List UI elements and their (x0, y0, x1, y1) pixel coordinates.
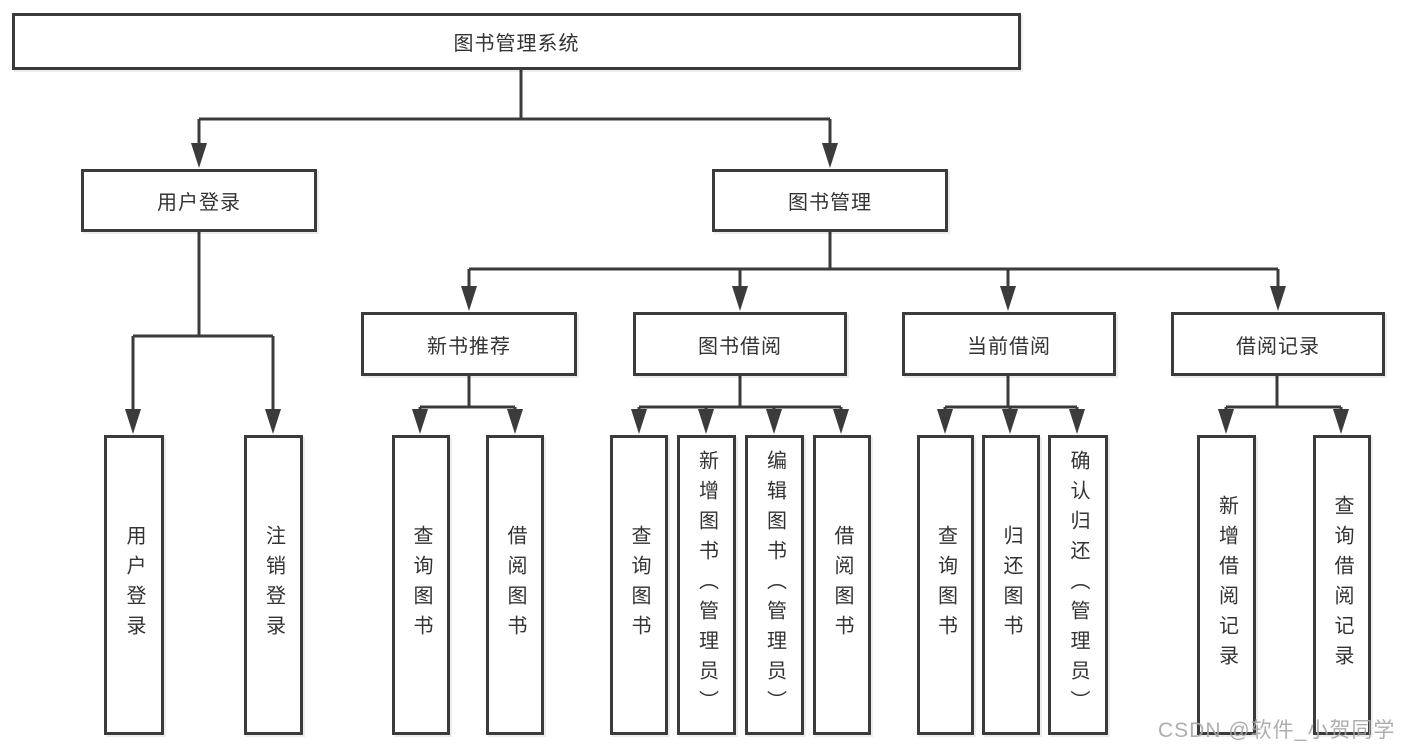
arrowhead-bb-edit-book (766, 409, 782, 434)
leaf-br-add-record: 新增借阅记录 (1197, 435, 1256, 735)
arrowhead-br-add-record (1218, 409, 1234, 434)
arrowhead-cb-confirm-return (1069, 409, 1085, 434)
leaf-bb-query-book: 查询图书 (610, 435, 668, 735)
arrowhead-leaf-user-login (125, 409, 141, 434)
leaf-cb-return-book: 归还图书 (982, 435, 1040, 735)
arrowhead-nbr-query-book (412, 409, 428, 434)
arrowhead-nbr-borrow-book (507, 409, 523, 434)
arrowhead-bb-borrow-book (833, 409, 849, 434)
node-book-management: 图书管理 (712, 169, 948, 232)
arrowhead-bb-query-book (631, 409, 647, 434)
arrowhead-borrow-record (1270, 286, 1286, 311)
leaf-bb-add-book: 新增图书（管理员） (677, 435, 736, 735)
node-new-book-recommend: 新书推荐 (361, 312, 577, 376)
arrowhead-cb-query-book (937, 409, 953, 434)
leaf-bb-borrow-book: 借阅图书 (813, 435, 871, 735)
arrowhead-cb-return-book (1002, 409, 1018, 434)
arrowhead-book-borrow (732, 286, 748, 311)
node-root: 图书管理系统 (12, 13, 1021, 70)
arrowhead-user-login (191, 143, 207, 168)
leaf-nbr-query-book: 查询图书 (392, 435, 450, 735)
arrowhead-book-management (822, 143, 838, 168)
arrowhead-leaf-logout (265, 409, 281, 434)
leaf-bb-edit-book: 编辑图书（管理员） (745, 435, 804, 735)
leaf-nbr-borrow-book: 借阅图书 (486, 435, 544, 735)
leaf-cb-confirm-return: 确认归还（管理员） (1048, 435, 1108, 735)
node-user-login: 用户登录 (81, 169, 317, 232)
leaf-cb-query-book: 查询图书 (917, 435, 974, 735)
leaf-logout: 注销登录 (244, 435, 303, 735)
arrowhead-br-query-record (1333, 409, 1349, 434)
arrowhead-new-book-recommend (461, 286, 477, 311)
leaf-user-login: 用户登录 (104, 435, 164, 735)
node-current-borrow: 当前借阅 (902, 312, 1116, 376)
arrowhead-current-borrow (1000, 286, 1016, 311)
watermark: CSDN @软件_小贺同学 (1158, 719, 1396, 742)
node-borrow-record: 借阅记录 (1171, 312, 1385, 376)
node-book-borrow: 图书借阅 (633, 312, 847, 376)
arrowhead-bb-add-book (698, 409, 714, 434)
leaf-br-query-record: 查询借阅记录 (1313, 435, 1371, 735)
